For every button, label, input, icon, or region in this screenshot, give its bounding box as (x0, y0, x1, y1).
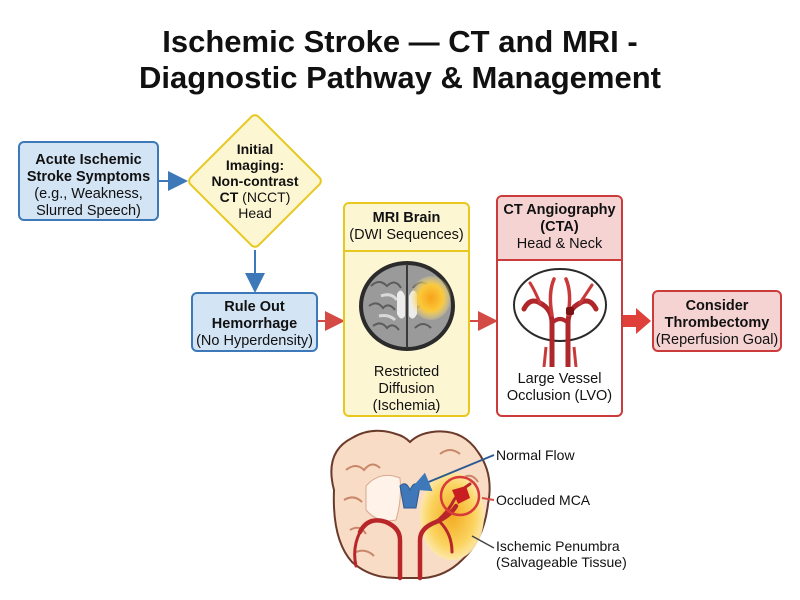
label-penumbra-2: (Salvageable Tissue) (496, 554, 627, 570)
symptoms-title-2: Stroke Symptoms (26, 169, 151, 185)
symptoms-title-1: Acute Ischemic (35, 152, 142, 168)
imaging-line-2: Imaging: (225, 157, 285, 173)
white-matter (365, 474, 401, 522)
cta-header: CT Angiography (CTA) Head & Neck (498, 197, 621, 261)
ruleout-title-2: Hemorrhage (211, 316, 298, 332)
cta-caption: Large Vessel Occlusion (LVO) (498, 371, 621, 405)
pointer-occluded-mca (481, 497, 495, 501)
imaging-line-5: Head (238, 205, 272, 221)
label-normal-flow: Normal Flow (496, 447, 575, 463)
label-penumbra-1: Ischemic Penumbra (496, 538, 620, 554)
symptoms-detail-2: Slurred Speech) (36, 203, 141, 219)
thrombectomy-detail: (Reperfusion Goal) (655, 332, 779, 348)
occlusion-clot (452, 486, 470, 504)
mri-title: MRI Brain (372, 210, 441, 226)
mri-caption-2: Diffusion (378, 381, 435, 397)
cta-caption-1: Large Vessel (517, 371, 602, 387)
thrombectomy-title-1: Consider (685, 298, 749, 314)
mri-caption: Restricted Diffusion (Ischemia) (345, 364, 468, 415)
thrombectomy-title-2: Thrombectomy (664, 315, 770, 331)
cta-caption-2: Occlusion (LVO) (506, 388, 613, 404)
initial-imaging-text: Initial Imaging: Non-contrast CT (NCCT) … (186, 112, 324, 250)
symptoms-detail-1: (e.g., Weakness, (34, 186, 143, 202)
node-ct-angiography: CT Angiography (CTA) Head & Neck Large V… (496, 195, 623, 417)
imaging-ncct: (NCCT) (238, 189, 291, 205)
imaging-ct: CT (219, 189, 239, 205)
node-initial-imaging: Initial Imaging: Non-contrast CT (NCCT) … (185, 111, 325, 251)
node-rule-out-hemorrhage: Rule Out Hemorrhage (No Hyperdensity) (191, 292, 318, 352)
imaging-line-1: Initial (236, 141, 274, 157)
pointer-penumbra (471, 535, 495, 549)
ruleout-title-1: Rule Out (224, 299, 285, 315)
mri-header: MRI Brain (DWI Sequences) (345, 204, 468, 252)
node-symptoms: Acute Ischemic Stroke Symptoms (e.g., We… (18, 141, 159, 221)
mri-brain-icon (358, 261, 455, 351)
mri-subtitle: (DWI Sequences) (349, 227, 464, 243)
title-line-1: Ischemic Stroke — CT and MRI - (162, 24, 638, 59)
mri-caption-3: (Ischemia) (372, 398, 441, 414)
brain-gyri (343, 449, 479, 557)
mri-caption-1: Restricted (373, 364, 440, 380)
node-thrombectomy: Consider Thrombectomy (Reperfusion Goal) (652, 290, 782, 352)
cta-subtitle: Head & Neck (516, 236, 603, 252)
cta-title-2: (CTA) (540, 219, 579, 235)
pointer-normal-flow (410, 454, 495, 492)
imaging-line-3: Non-contrast (211, 173, 299, 189)
occlusion-circle (439, 475, 481, 517)
cta-vessel-icon (512, 268, 607, 367)
imaging-line-4: CT (NCCT) (220, 189, 291, 205)
ruleout-detail: (No Hyperdensity) (196, 333, 313, 349)
page-title: Ischemic Stroke — CT and MRI - Diagnosti… (0, 24, 800, 96)
arrow-cta-to-thrombectomy (623, 308, 651, 334)
cta-title-1: CT Angiography (503, 202, 616, 218)
node-mri-brain: MRI Brain (DWI Sequences) Restricted Dif… (343, 202, 470, 417)
title-line-2: Diagnostic Pathway & Management (139, 60, 661, 95)
label-occluded-mca: Occluded MCA (496, 492, 591, 508)
